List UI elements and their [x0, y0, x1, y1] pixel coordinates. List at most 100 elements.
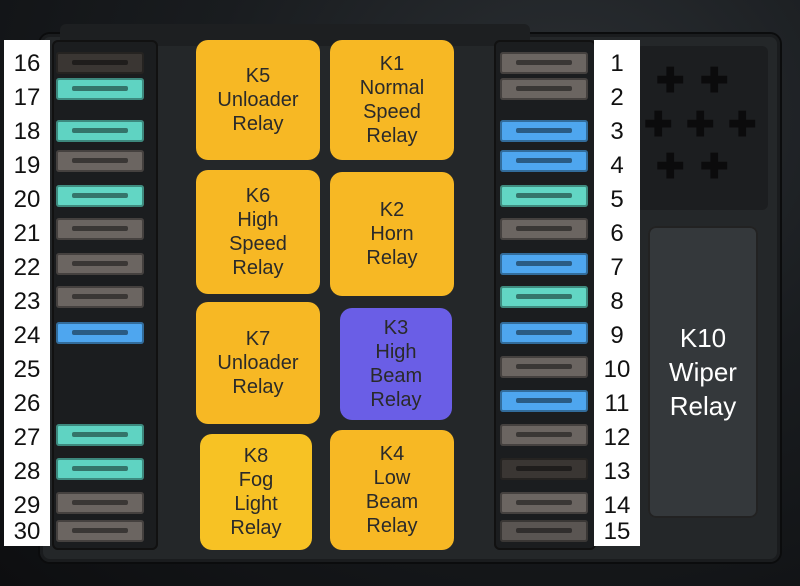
fuse-2[interactable]: [500, 78, 588, 100]
fuse-number-3: 3: [610, 118, 624, 145]
relay-k7-line: Relay: [232, 376, 284, 398]
relay-k1-line: Relay: [366, 125, 418, 147]
fuse-30[interactable]: [56, 520, 144, 542]
fuse-16[interactable]: [56, 52, 144, 74]
fuse-19[interactable]: [56, 150, 144, 172]
fuse-13[interactable]: [500, 458, 588, 480]
fuse-number-5: 5: [610, 186, 624, 213]
right-number-strip: 1 2 3 4 5 6 7 8 9 10 11 12 13 14 15: [594, 40, 640, 546]
fuse-number-15: 15: [603, 518, 631, 545]
fuse-29[interactable]: [56, 492, 144, 514]
fuse-number-18: 18: [13, 118, 41, 145]
fuse-number-12: 12: [603, 424, 631, 451]
fuse-21[interactable]: [56, 218, 144, 240]
fuse-15[interactable]: [500, 520, 588, 542]
relay-k7-line: K7: [245, 328, 271, 350]
relay-k8[interactable]: K8 Fog Light Relay: [200, 434, 312, 550]
fuse-1[interactable]: [500, 52, 588, 74]
connector-grill: ✚ ✚ ✚ ✚ ✚ ✚ ✚: [636, 46, 768, 210]
fuse-number-10: 10: [603, 356, 631, 383]
fuse-number-28: 28: [13, 458, 41, 485]
fuse-12[interactable]: [500, 424, 588, 446]
fuse-number-4: 4: [610, 152, 624, 179]
fuse-9[interactable]: [500, 322, 588, 344]
relay-k8-line: Light: [234, 493, 278, 515]
relay-k3-line: Beam: [369, 365, 423, 387]
relay-k6[interactable]: K6 High Speed Relay: [196, 170, 320, 294]
fuse-4[interactable]: [500, 150, 588, 172]
fuse-24[interactable]: [56, 322, 144, 344]
fuse-11[interactable]: [500, 390, 588, 412]
relay-k3-line: K3: [383, 317, 409, 339]
fuse-20[interactable]: [56, 185, 144, 207]
relay-k10[interactable]: K10 Wiper Relay: [648, 226, 758, 518]
relay-k3[interactable]: K3 High Beam Relay: [340, 308, 452, 420]
relay-k4-line: Low: [373, 467, 411, 489]
relay-k3-line: Relay: [370, 389, 422, 411]
relay-k7-line: Unloader: [217, 352, 299, 374]
fuse-number-13: 13: [603, 458, 631, 485]
relay-k10-line: Relay: [669, 391, 737, 421]
relay-k6-line: Speed: [229, 233, 287, 255]
relay-k3-line: High: [375, 341, 417, 363]
left-number-strip: 16 17 18 19 20 21 22 23 24 25 26 27 28 2…: [4, 40, 50, 546]
relay-k4-line: Relay: [366, 515, 418, 537]
fuse-number-16: 16: [13, 50, 41, 77]
fuse-number-9: 9: [610, 322, 624, 349]
fuse-number-17: 17: [13, 84, 41, 111]
relay-k8-line: Fog: [238, 469, 274, 491]
relay-k4[interactable]: K4 Low Beam Relay: [330, 430, 454, 550]
relay-k10-line: Wiper: [669, 357, 737, 387]
relay-k2-line: Relay: [366, 247, 418, 269]
relay-k2-line: K2: [379, 199, 405, 221]
relay-k2[interactable]: K2 Horn Relay: [330, 172, 454, 296]
fuse-number-8: 8: [610, 288, 624, 315]
fuse-18[interactable]: [56, 120, 144, 142]
fuse-number-21: 21: [13, 220, 41, 247]
relay-k1-line: Normal: [359, 77, 425, 99]
fuse-8[interactable]: [500, 286, 588, 308]
fuse-3[interactable]: [500, 120, 588, 142]
relay-k7[interactable]: K7 Unloader Relay: [196, 302, 320, 424]
fuse-number-1: 1: [610, 50, 624, 77]
fuse-28[interactable]: [56, 458, 144, 480]
relay-k5-line: Relay: [232, 113, 284, 135]
fuse-number-30: 30: [13, 518, 41, 545]
fuse-7[interactable]: [500, 253, 588, 275]
relay-k6-line: K6: [245, 185, 271, 207]
relay-k4-line: K4: [379, 443, 405, 465]
fuse-14[interactable]: [500, 492, 588, 514]
fuse-number-26: 26: [13, 390, 41, 417]
relay-k8-line: Relay: [230, 517, 282, 539]
fuse-10[interactable]: [500, 356, 588, 378]
fuse-number-22: 22: [13, 254, 41, 281]
fuse-number-20: 20: [13, 186, 41, 213]
relay-k1-line: Speed: [363, 101, 421, 123]
fuse-number-27: 27: [13, 424, 41, 451]
fuse-number-19: 19: [13, 152, 41, 179]
fuse-number-29: 29: [13, 492, 41, 519]
relay-k1-line: K1: [379, 53, 405, 75]
relay-k6-line: High: [237, 209, 279, 231]
relay-k6-line: Relay: [232, 257, 284, 279]
fuse-5[interactable]: [500, 185, 588, 207]
fuse-number-14: 14: [603, 492, 631, 519]
relay-k1[interactable]: K1 Normal Speed Relay: [330, 40, 454, 160]
relay-k5-line: Unloader: [217, 89, 299, 111]
fuse-22[interactable]: [56, 253, 144, 275]
relay-k5-line: K5: [245, 65, 271, 87]
fuse-27[interactable]: [56, 424, 144, 446]
relay-k4-line: Beam: [365, 491, 419, 513]
fuse-number-7: 7: [610, 254, 624, 281]
fuse-number-23: 23: [13, 288, 41, 315]
fuse-17[interactable]: [56, 78, 144, 100]
fuse-number-25: 25: [13, 356, 41, 383]
relay-k5[interactable]: K5 Unloader Relay: [196, 40, 320, 160]
fuse-6[interactable]: [500, 218, 588, 240]
fuse-23[interactable]: [56, 286, 144, 308]
relay-k8-line: K8: [243, 445, 269, 467]
relay-k2-line: Horn: [370, 223, 414, 245]
fuse-number-24: 24: [13, 322, 41, 349]
fuse-number-2: 2: [610, 84, 624, 111]
